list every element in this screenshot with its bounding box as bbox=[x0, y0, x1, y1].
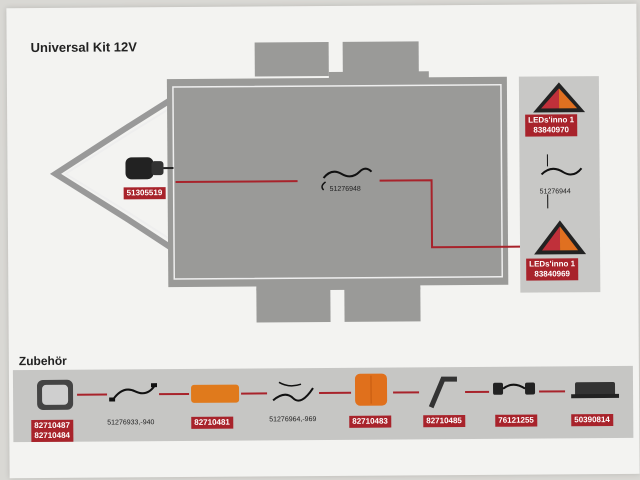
acc-connector-line bbox=[393, 391, 420, 394]
acc-connector-line bbox=[159, 392, 190, 396]
mounting-bracket-icon bbox=[428, 376, 457, 409]
rear-lamp-top-icon bbox=[533, 82, 586, 113]
accessories-strip bbox=[12, 365, 634, 443]
bottom-lamp-tag: LEDs'inno 1 83840969 bbox=[526, 258, 579, 281]
product-sheet: Universal Kit 12V 51305519 51276948 bbox=[6, 3, 640, 479]
top-lamp-label: LEDs'inno 1 bbox=[528, 115, 575, 125]
wire-front bbox=[175, 180, 298, 184]
drawbar bbox=[49, 96, 175, 252]
plug-code: 51305519 bbox=[123, 187, 166, 200]
rear-lamp-graphics bbox=[533, 82, 587, 255]
accessories-heading: Zubehör bbox=[18, 353, 67, 369]
wheel-top-right bbox=[342, 41, 419, 76]
rear-lamp-bottom-icon bbox=[534, 220, 587, 255]
wheel-bottom-left bbox=[256, 287, 331, 323]
acc-code-6: 82710485 bbox=[423, 415, 465, 428]
acc-code-8: 50390814 bbox=[571, 413, 613, 427]
cable-adapter-icon bbox=[109, 383, 158, 402]
side-cable-icon bbox=[540, 154, 583, 209]
drawbar-inner bbox=[63, 106, 174, 242]
acc-code-4: 51276964,-969 bbox=[269, 416, 317, 424]
connector-cable-icon bbox=[493, 382, 536, 395]
wheel-bottom-right bbox=[344, 287, 421, 322]
acc-code-2: 51276933,-940 bbox=[107, 419, 155, 427]
marker-lamp-icon bbox=[191, 384, 240, 403]
top-lamp-tag: LEDs'inno 1 83840970 bbox=[525, 114, 578, 137]
round-lamp-icon bbox=[37, 379, 74, 410]
wire-rear bbox=[379, 179, 521, 249]
acc-code-1a: 82710487 bbox=[34, 420, 70, 431]
side-cable-code: 51276944 bbox=[539, 188, 571, 196]
acc-connector-line bbox=[319, 391, 352, 395]
cable-icon bbox=[321, 167, 373, 191]
acc-connector-line bbox=[241, 392, 268, 395]
acc-connector-line bbox=[465, 390, 490, 394]
cable-code: 51276948 bbox=[329, 185, 361, 193]
trailer-bed-border bbox=[172, 83, 504, 280]
acc-code-3: 82710481 bbox=[191, 416, 233, 429]
plug-icon bbox=[125, 157, 174, 180]
trailer-diagram bbox=[49, 41, 521, 323]
acc-code-7: 76121255 bbox=[495, 414, 537, 427]
acc-code-5: 82710483 bbox=[349, 415, 391, 428]
bottom-lamp-label: LEDs'inno 1 bbox=[529, 259, 576, 269]
wheel-top-left bbox=[254, 41, 329, 77]
acc-connector-line bbox=[539, 390, 566, 393]
acc-code-1: 82710487 82710484 bbox=[31, 419, 73, 443]
cable-harness-icon bbox=[272, 381, 314, 402]
junction-box-icon bbox=[571, 381, 620, 399]
acc-code-1b: 82710484 bbox=[34, 430, 70, 441]
bottom-lamp-code: 83840969 bbox=[534, 269, 571, 279]
top-lamp-code: 83840970 bbox=[533, 125, 570, 135]
trailer-bed bbox=[166, 76, 509, 288]
side-marker-lamp-icon bbox=[354, 373, 388, 406]
acc-connector-line bbox=[77, 393, 108, 396]
